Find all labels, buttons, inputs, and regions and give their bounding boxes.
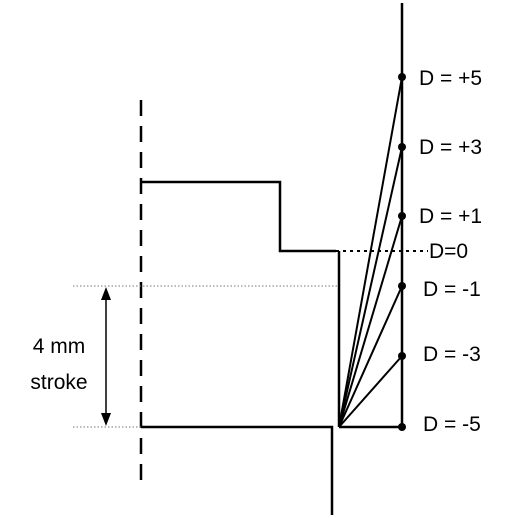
point-m3 xyxy=(398,352,406,360)
fan-line-m1 xyxy=(338,285,403,428)
point-p1 xyxy=(398,212,406,220)
fan-line-p5 xyxy=(338,76,403,428)
label-d-p3: D = +3 xyxy=(419,136,482,159)
point-m1 xyxy=(398,282,406,290)
label-d-m5: D = -5 xyxy=(423,413,481,436)
stroke-label-line1: 4 mm xyxy=(33,335,86,358)
label-d-m1: D = -1 xyxy=(423,278,481,301)
point-m5 xyxy=(398,423,406,431)
label-d-zero: D=0 xyxy=(429,240,468,263)
stroke-label-line2: stroke xyxy=(30,371,87,394)
fan-line-p3 xyxy=(338,146,403,428)
point-p5 xyxy=(398,73,406,81)
fan-line-m3 xyxy=(338,355,403,428)
label-d-m3: D = -3 xyxy=(423,343,481,366)
arrowhead-down xyxy=(101,413,111,426)
fan-line-p1 xyxy=(338,215,403,428)
lower-profile xyxy=(141,425,334,515)
arrowhead-up xyxy=(101,287,111,300)
label-d-p1: D = +1 xyxy=(419,205,482,228)
label-d-p5: D = +5 xyxy=(419,67,482,90)
point-p3 xyxy=(398,143,406,151)
upper-step-profile xyxy=(141,180,336,253)
